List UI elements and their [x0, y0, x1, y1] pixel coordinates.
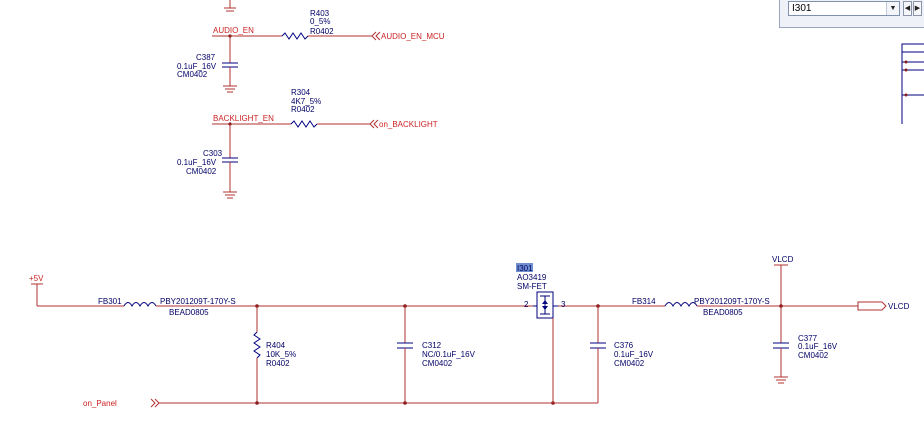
fb301-ref[interactable]: FB301 — [98, 297, 122, 306]
search-input[interactable]: I301 ▼ — [788, 1, 900, 16]
r304-value: 4K7_5% — [291, 97, 321, 106]
chevron-left-icon[interactable]: ◀ — [903, 1, 912, 16]
net-on-backlight[interactable]: on_BACKLIGHT — [379, 120, 438, 129]
fb314-ref[interactable]: FB314 — [632, 297, 656, 306]
c312-package: CM0402 — [422, 359, 453, 368]
c387-value: 0.1uF_16V — [177, 62, 217, 71]
c377-ref[interactable]: C377 — [798, 334, 818, 343]
net-backlight-en[interactable]: BACKLIGHT_EN — [213, 114, 274, 123]
i301-pin2: 2 — [524, 300, 529, 309]
c312-value: NC/0.1uF_16V — [422, 350, 476, 359]
right-edge-connector — [901, 43, 924, 124]
c376-package: CM0402 — [614, 359, 645, 368]
net-audio-en-mcu[interactable]: AUDIO_EN_MCU — [381, 32, 445, 41]
fb301-package: BEAD0805 — [169, 308, 209, 317]
i301-package: SM-FET — [517, 282, 547, 291]
r403-value: 0_5% — [310, 17, 330, 26]
i301-pin3: 3 — [561, 300, 566, 309]
net-vlcd-top[interactable]: VLCD — [772, 255, 794, 264]
net-vlcd-port[interactable]: VLCD — [888, 302, 910, 311]
c312-ref[interactable]: C312 — [422, 341, 442, 350]
chevron-right-icon[interactable]: ▶ — [913, 1, 922, 16]
fb314-value: PBY201209T-170Y-S — [694, 297, 770, 306]
fb314-package: BEAD0805 — [703, 308, 743, 317]
search-input-value: I301 — [792, 3, 812, 14]
c387-ref[interactable]: C387 — [196, 53, 216, 62]
net-5v[interactable]: +5V — [29, 274, 44, 283]
backlight-en-circuit — [212, 119, 379, 199]
r304-ref[interactable]: R304 — [291, 88, 311, 97]
r404-package: R0402 — [266, 359, 290, 368]
find-toolbar: I301 ▼ ◀ ▶ — [779, 0, 924, 28]
r403-ref[interactable]: R403 — [310, 9, 330, 18]
r404-ref[interactable]: R404 — [266, 341, 286, 350]
audio-en-circuit — [212, 31, 381, 93]
i301-highlight — [516, 263, 533, 272]
r404-value: 10K_5% — [266, 350, 296, 359]
c303-ref[interactable]: C303 — [203, 149, 223, 158]
r304-package: R0402 — [291, 105, 315, 114]
vlcd-power-circuit — [31, 264, 887, 408]
c376-ref[interactable]: C376 — [614, 341, 634, 350]
r403-package: R0402 — [310, 27, 334, 36]
i301-value: AO3419 — [517, 273, 547, 282]
c377-value: 0.1uF_16V — [798, 342, 838, 351]
net-on-panel[interactable]: on_Panel — [83, 399, 117, 408]
c303-package: CM0402 — [186, 167, 217, 176]
chevron-down-icon[interactable]: ▼ — [886, 2, 899, 15]
fb301-value: PBY201209T-170Y-S — [160, 297, 236, 306]
c387-package: CM0402 — [177, 70, 208, 79]
c376-value: 0.1uF_16V — [614, 350, 654, 359]
top-left-stub — [224, 0, 236, 12]
net-audio-en[interactable]: AUDIO_EN — [213, 26, 254, 35]
c377-package: CM0402 — [798, 351, 829, 360]
c303-value: 0.1uF_16V — [177, 158, 217, 167]
i301-ref[interactable]: I301 — [517, 264, 533, 273]
